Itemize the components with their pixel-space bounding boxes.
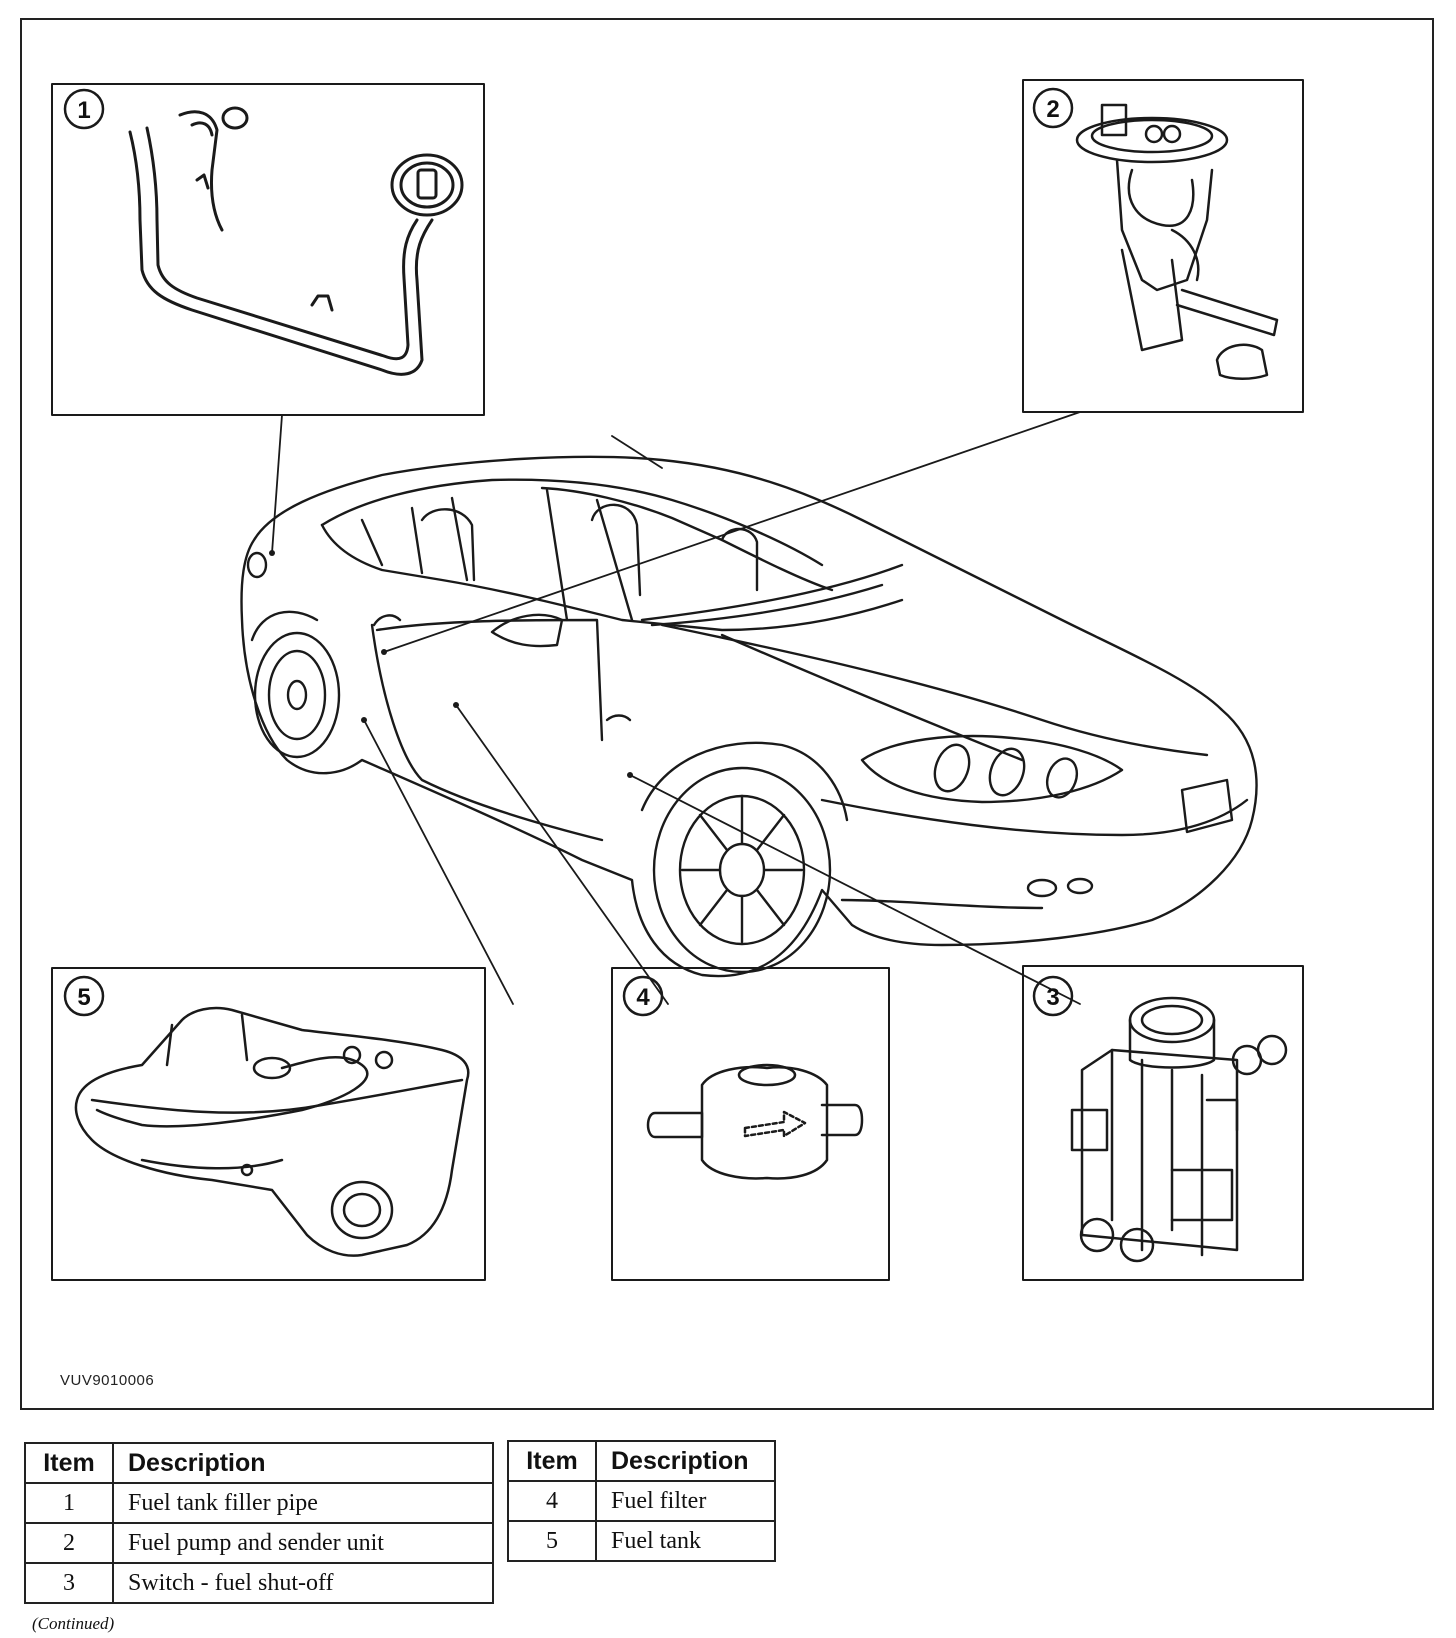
- header-description: Description: [595, 1440, 776, 1482]
- callout-5: [63, 975, 105, 1017]
- row-description: Fuel tank: [595, 1520, 776, 1562]
- callout-3: [1032, 975, 1074, 1017]
- row-description: Fuel pump and sender unit: [112, 1522, 494, 1564]
- row-description: Fuel tank filler pipe: [112, 1482, 494, 1524]
- legend-table-right: Item Description 4 Fuel filter 5 Fuel ta…: [507, 1440, 776, 1562]
- callout-label-4: 4: [636, 984, 650, 1011]
- table-row: 1 Fuel tank filler pipe: [24, 1482, 494, 1524]
- callout-label-3: 3: [1046, 984, 1059, 1011]
- callout-label-5: 5: [77, 984, 90, 1011]
- leader-lines: [271, 411, 1081, 1005]
- header-item: Item: [24, 1442, 114, 1484]
- panel-4-fuel-filter: [611, 967, 890, 1281]
- row-description: Fuel filter: [595, 1480, 776, 1522]
- leader-line-roof: [611, 435, 663, 469]
- leader-line-3: [629, 774, 1081, 1005]
- panel-5-fuel-tank: [51, 967, 486, 1281]
- callout-label-1: 1: [77, 97, 90, 124]
- row-item: 1: [24, 1482, 114, 1524]
- panel-1-fuel-tank-filler-pipe: [51, 83, 485, 416]
- leader-line-4: [455, 704, 669, 1005]
- car-illustration: [240, 455, 1258, 978]
- leader-line-5: [363, 719, 514, 1005]
- callout-label-2: 2: [1046, 96, 1059, 123]
- row-item: 5: [507, 1520, 597, 1562]
- callout-markers: [63, 87, 1074, 1017]
- row-item: 2: [24, 1522, 114, 1564]
- panel-2-fuel-pump-and-sender-unit: [1022, 79, 1304, 413]
- table-row: 2 Fuel pump and sender unit: [24, 1522, 494, 1564]
- row-description: Switch - fuel shut-off: [112, 1562, 494, 1604]
- front-wheel: [652, 766, 832, 974]
- figure-reference-code: VUV9010006: [60, 1372, 155, 1389]
- leader-line-2: [383, 411, 1081, 653]
- header-description: Description: [112, 1442, 494, 1484]
- leader-line-1: [271, 414, 283, 554]
- table-row: 5 Fuel tank: [507, 1520, 776, 1562]
- rear-wheel: [253, 631, 341, 759]
- callout-2: [1032, 87, 1074, 129]
- row-item: 3: [24, 1562, 114, 1604]
- panel-3-switch-fuel-shut-off: [1022, 965, 1304, 1281]
- header-item: Item: [507, 1440, 597, 1482]
- table-row: 4 Fuel filter: [507, 1480, 776, 1522]
- diagram-frame: 1 2 3 4 5 VUV9010006: [20, 18, 1434, 1410]
- continued-note: (Continued): [32, 1614, 115, 1633]
- table-row: 3 Switch - fuel shut-off: [24, 1562, 494, 1604]
- callout-4: [622, 975, 664, 1017]
- table-header-row: Item Description: [507, 1440, 776, 1482]
- row-item: 4: [507, 1480, 597, 1522]
- legend-table-left: Item Description 1 Fuel tank filler pipe…: [24, 1442, 494, 1604]
- fuel-system-diagram: 1 2 3 4 5: [51, 79, 1304, 1281]
- table-header-row: Item Description: [24, 1442, 494, 1484]
- callout-1: [63, 88, 105, 130]
